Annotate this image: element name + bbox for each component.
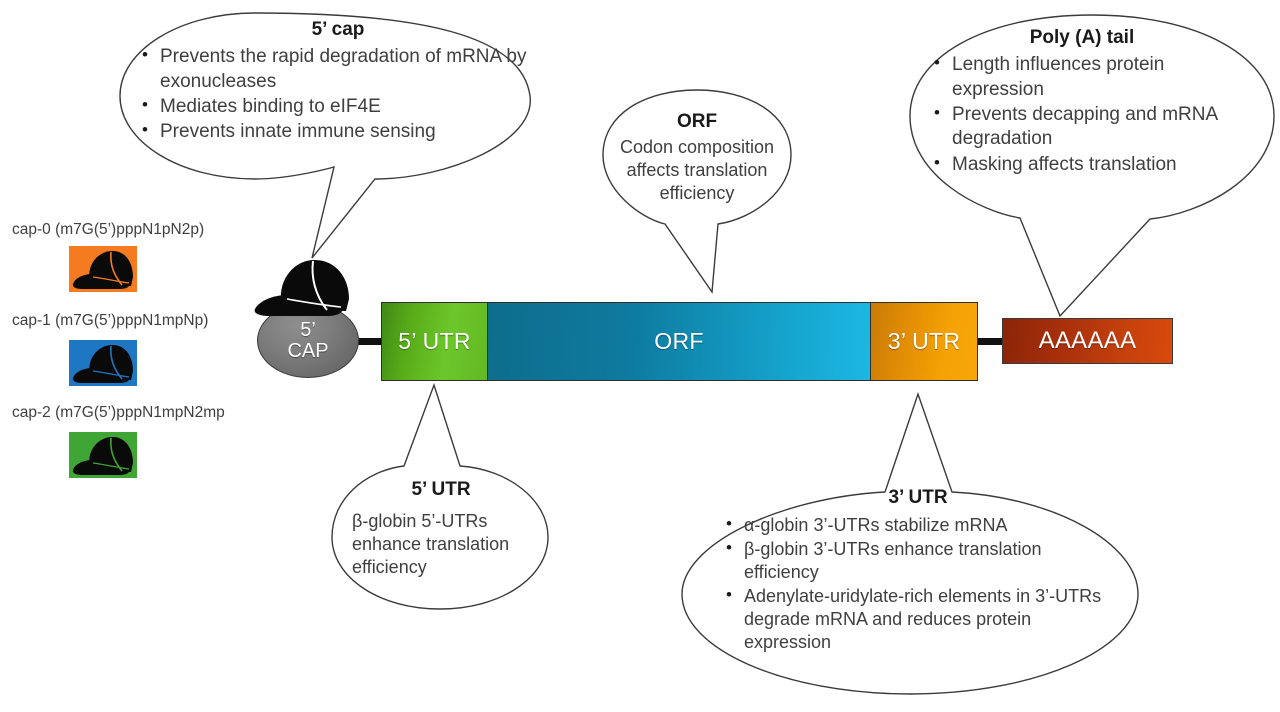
callout-five-utr-title: 5’ UTR <box>411 479 471 500</box>
cap-legend-label-2: cap-2 (m7G(5’)pppN1mpN2mp <box>12 404 225 421</box>
baseball-cap-icon <box>254 259 349 316</box>
list-item: α-globin 3’-UTRs stabilize mRNA <box>722 513 1114 537</box>
list-item: Prevents innate immune sensing <box>138 119 538 144</box>
callout-three-utr-title: 3’ UTR <box>888 487 948 508</box>
segment-3utr: 3’ UTR <box>870 302 978 381</box>
cap-legend-label-0: cap-0 (m7G(5’)pppN1pN2p) <box>12 221 205 238</box>
callout-orf-line-2: affects translation <box>626 160 768 181</box>
list-item: Prevents the rapid degradation of mRNA b… <box>138 44 538 94</box>
list-item: Mediates binding to eIF4E <box>138 94 538 119</box>
cap-legend-label-1: cap-1 (m7G(5’)pppN1mpNp) <box>12 312 209 329</box>
callout-orf: ORF Codon composition affects translatio… <box>608 110 786 205</box>
segment-5utr: 5’ UTR <box>381 302 488 381</box>
callout-five-utr-line-3: efficiency <box>352 557 427 578</box>
cap-node-line-2: CAP <box>287 339 329 362</box>
callout-five-utr-line-1: β-globin 5’-UTRs <box>352 511 488 532</box>
callout-five-cap-list: Prevents the rapid degradation of mRNA b… <box>138 44 538 144</box>
segment-3utr-label: 3’ UTR <box>887 328 961 354</box>
callout-five-cap: 5’ cap Prevents the rapid degradation of… <box>138 18 538 146</box>
callout-orf-line-3: efficiency <box>659 183 735 204</box>
cap-connector-line <box>338 338 384 345</box>
list-item: β-globin 3’-UTRs enhance translation eff… <box>722 537 1114 584</box>
callout-five-utr-line-2: enhance translation <box>352 534 510 555</box>
cap-legend-swatch-0 <box>69 246 137 292</box>
cap-legend-swatch-1 <box>69 340 137 386</box>
segment-5utr-label: 5’ UTR <box>398 328 471 354</box>
callout-orf-line-1: Codon composition <box>619 137 775 158</box>
cap-legend-swatch-2 <box>69 432 137 478</box>
callout-orf-title: ORF <box>676 111 718 132</box>
segment-polya-label: AAAAAA <box>1038 327 1137 354</box>
segment-polya: AAAAAA <box>1002 318 1173 364</box>
callout-five-cap-title: 5’ cap <box>311 19 365 40</box>
cap-node-line-1: 5’ <box>300 318 316 341</box>
segment-orf-label: ORF <box>654 328 704 354</box>
callout-three-utr: 3’ UTR α-globin 3’-UTRs stabilize mRNA β… <box>722 486 1114 656</box>
list-item: Prevents decapping and mRNA degradation <box>930 102 1234 152</box>
callout-five-utr: 5’ UTR β-globin 5’-UTRs enhance translat… <box>352 478 530 579</box>
callout-polya: Poly (A) tail Length influences protein … <box>930 26 1234 178</box>
segment-orf: ORF <box>488 302 870 381</box>
list-item: Length influences protein expression <box>930 52 1234 102</box>
polya-connector-line <box>974 338 1005 345</box>
list-item: Masking affects translation <box>930 152 1234 177</box>
callout-three-utr-list: α-globin 3’-UTRs stabilize mRNA β-globin… <box>722 513 1114 654</box>
callout-polya-title: Poly (A) tail <box>1029 27 1135 48</box>
list-item: Adenylate-uridylate-rich elements in 3’-… <box>722 584 1114 654</box>
callout-polya-list: Length influences protein expression Pre… <box>930 52 1234 177</box>
